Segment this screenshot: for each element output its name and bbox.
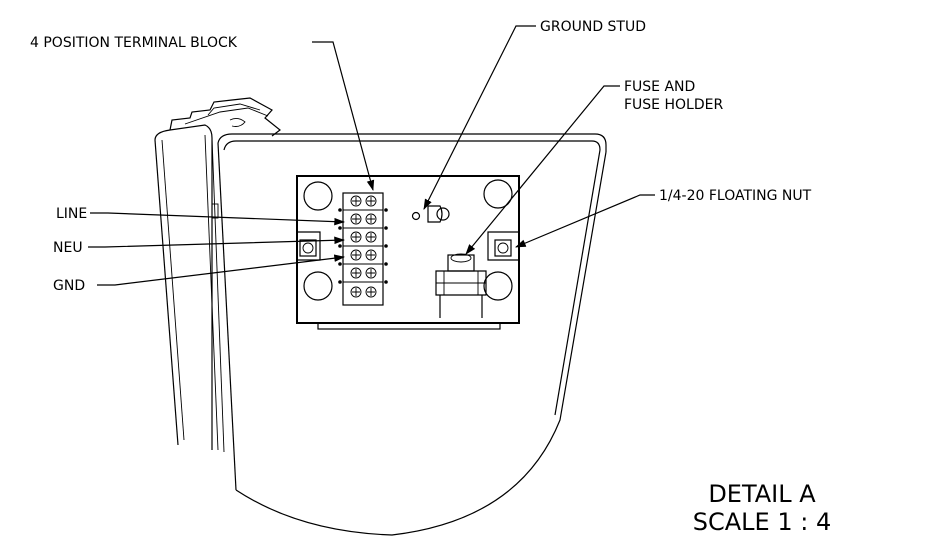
leader-lines — [88, 25, 655, 286]
ground-stud — [411, 211, 421, 221]
label-neu: NEU — [53, 240, 83, 256]
terminal-block — [338, 192, 388, 306]
fuse-holder — [435, 253, 487, 318]
label-gnd: GND — [53, 278, 85, 294]
floating-nut-right — [494, 239, 512, 257]
label-terminal-block: 4 POSITION TERMINAL BLOCK — [30, 35, 238, 51]
mounting-plate — [296, 175, 520, 330]
label-fuse-line2: FUSE HOLDER — [624, 97, 723, 113]
label-floating-nut: 1/4-20 FLOATING NUT — [659, 188, 812, 204]
enclosure-body — [154, 97, 607, 536]
floating-nut-left — [299, 239, 317, 257]
label-fuse-line1: FUSE AND — [624, 79, 695, 95]
label-ground-stud: GROUND STUD — [540, 19, 646, 35]
detail-title: DETAIL A — [708, 480, 816, 508]
detail-scale: SCALE 1 : 4 — [693, 508, 831, 536]
label-line: LINE — [56, 206, 87, 222]
